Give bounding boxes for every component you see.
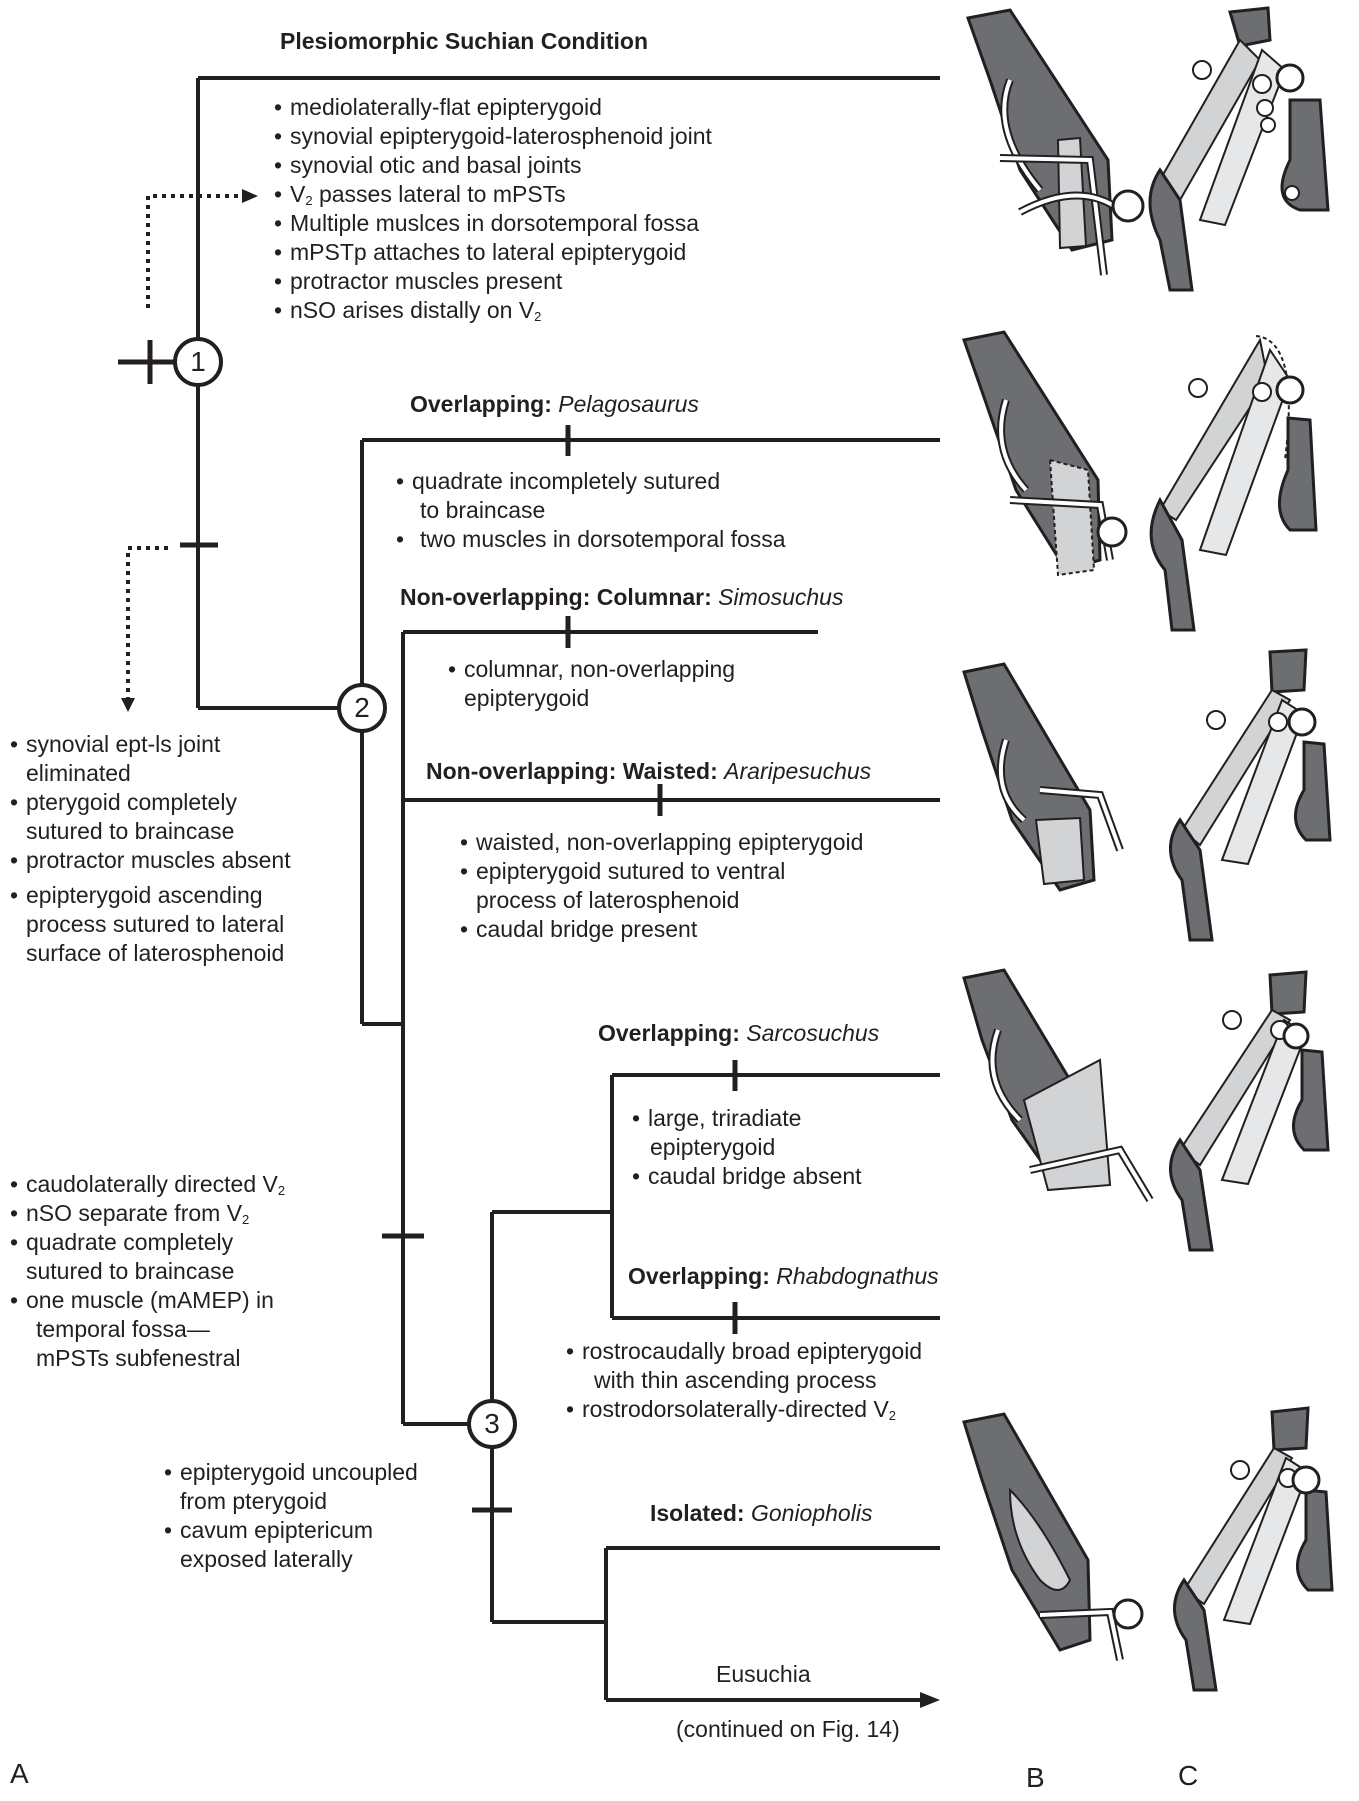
trait: Multiple muslces in dorsotemporal fossa bbox=[274, 209, 712, 238]
node2-traits: synovial ept-ls joint eliminated pterygo… bbox=[10, 730, 291, 968]
trait: waisted, non-overlapping epipterygoid bbox=[460, 828, 863, 857]
node-circles bbox=[173, 337, 517, 1449]
trait: caudal bridge present bbox=[460, 915, 863, 944]
trait-continued: exposed laterally bbox=[180, 1546, 353, 1572]
trait-continued: with thin ascending process bbox=[594, 1367, 877, 1393]
tick-marks bbox=[118, 340, 738, 1513]
araripesuchus-title: Non-overlapping: Waisted: Araripesuchus bbox=[426, 758, 872, 784]
panel-label-c: C bbox=[1178, 1760, 1199, 1791]
node-2-circle bbox=[337, 683, 387, 733]
trait-continued: temporal fossa— bbox=[36, 1316, 210, 1342]
rhabdognathus-title: Overlapping: Rhabdognathus bbox=[628, 1263, 939, 1289]
eusuchia-label: Eusuchia bbox=[716, 1661, 811, 1687]
trait: rostrodorsolaterally-directed V2 bbox=[566, 1395, 922, 1424]
eusuchia-note: (continued on Fig. 14) bbox=[676, 1716, 900, 1742]
trait: synovial ept-ls joint bbox=[10, 730, 291, 759]
trait: epipterygoid sutured to ventral bbox=[460, 857, 863, 886]
eusuchia-arrowhead bbox=[920, 1692, 940, 1708]
trait: cavum epiptericum bbox=[164, 1516, 418, 1545]
pelagosaurus-title: Overlapping: Pelagosaurus bbox=[410, 391, 699, 417]
dotted-arrowhead-right bbox=[242, 189, 258, 203]
trait-continued: mPSTs subfenestral bbox=[36, 1345, 241, 1371]
trait-continued: sutured to braincase bbox=[26, 818, 235, 844]
trait: epipterygoid uncoupled bbox=[164, 1458, 418, 1487]
plesiomorphic-title: Plesiomorphic Suchian Condition bbox=[280, 28, 649, 54]
trait: pterygoid completely bbox=[10, 788, 291, 817]
illustration-b-sarcosuchus bbox=[962, 968, 1154, 1203]
illustration-c-goniopholis bbox=[1173, 1406, 1334, 1692]
trait: quadrate completely bbox=[10, 1228, 285, 1257]
node-1-circle bbox=[173, 337, 223, 387]
trait: quadrate incompletely sutured bbox=[396, 467, 786, 496]
trait-continued: process of laterosphenoid bbox=[476, 887, 740, 913]
lower-branch-traits: caudolaterally directed V2 nSO separate … bbox=[10, 1170, 285, 1373]
trait: large, triradiate bbox=[632, 1104, 862, 1133]
trait: nSO separate from V2 bbox=[10, 1199, 285, 1228]
illustration-c-pelagosaurus bbox=[1149, 335, 1318, 632]
trait: synovial otic and basal joints bbox=[274, 151, 712, 180]
trait-continued: process sutured to lateral bbox=[26, 911, 285, 937]
trait: columnar, non-overlapping bbox=[448, 655, 735, 684]
trait: caudal bridge absent bbox=[632, 1162, 862, 1191]
trait: rostrocaudally broad epipterygoid bbox=[566, 1337, 922, 1366]
panel-label-b: B bbox=[1026, 1762, 1045, 1793]
panel-label-a: A bbox=[10, 1758, 29, 1789]
illustration-b-pelagosaurus bbox=[962, 330, 1128, 577]
illustrations bbox=[962, 6, 1334, 1692]
trait: mediolaterally-flat epipterygoid bbox=[274, 93, 712, 122]
node3-traits: epipterygoid uncoupled from pterygoid ca… bbox=[164, 1458, 418, 1574]
illustration-c-plesiomorphic bbox=[1148, 6, 1330, 292]
trait-continued: to braincase bbox=[420, 497, 546, 523]
trait: epipterygoid ascending bbox=[10, 881, 291, 910]
trait: protractor muscles present bbox=[274, 267, 712, 296]
trait-continued: sutured to braincase bbox=[26, 1258, 235, 1284]
trait: synovial epipterygoid-laterosphenoid joi… bbox=[274, 122, 712, 151]
illustration-b-plesiomorphic bbox=[966, 8, 1145, 276]
dotted-arrows bbox=[126, 194, 240, 700]
dotted-arrowhead-down bbox=[121, 698, 135, 712]
rhabdognathus-traits: rostrocaudally broad epipterygoid with t… bbox=[566, 1337, 922, 1424]
simosuchus-title: Non-overlapping: Columnar: Simosuchus bbox=[400, 584, 844, 610]
illustration-c-araripesuchus bbox=[1169, 648, 1332, 942]
node-2-label: 2 bbox=[354, 692, 370, 723]
dotted-arrow-plesio bbox=[146, 194, 240, 308]
node-1-label: 1 bbox=[190, 346, 206, 377]
sarcosuchus-title: Overlapping: Sarcosuchus bbox=[598, 1020, 880, 1046]
trait: nSO arises distally on V2 bbox=[274, 296, 712, 325]
simosuchus-traits: columnar, non-overlapping epipterygoid bbox=[448, 655, 735, 713]
pelagosaurus-traits: quadrate incompletely sutured to brainca… bbox=[396, 467, 786, 554]
trait: caudolaterally directed V2 bbox=[10, 1170, 285, 1199]
trait: two muscles in dorsotemporal fossa bbox=[396, 525, 786, 554]
trait: protractor muscles absent bbox=[10, 846, 291, 875]
trait-continued: from pterygoid bbox=[180, 1488, 328, 1514]
araripesuchus-traits: waisted, non-overlapping epipterygoid ep… bbox=[460, 828, 863, 944]
trait: one muscle (mAMEP) in bbox=[10, 1286, 285, 1315]
trait: mPSTp attaches to lateral epipterygoid bbox=[274, 238, 712, 267]
illustration-b-goniopholis bbox=[962, 1412, 1144, 1661]
sarcosuchus-traits: large, triradiate epipterygoid caudal br… bbox=[632, 1104, 862, 1191]
tree-branches bbox=[196, 76, 940, 1702]
trait-continued: eliminated bbox=[26, 760, 131, 786]
trait-continued: epipterygoid bbox=[650, 1134, 776, 1160]
trait-continued: surface of laterosphenoid bbox=[26, 940, 285, 966]
trait: V2 passes lateral to mPSTs bbox=[274, 180, 712, 209]
illustration-c-sarcosuchus bbox=[1169, 970, 1330, 1252]
trait-continued: epipterygoid bbox=[464, 685, 590, 711]
dotted-arrow-node2 bbox=[126, 546, 168, 700]
plesiomorphic-traits: mediolaterally-flat epipterygoid synovia… bbox=[274, 93, 712, 325]
illustration-b-araripesuchus bbox=[962, 662, 1124, 892]
node-3-label: 3 bbox=[484, 1408, 500, 1439]
goniopholis-title: Isolated: Goniopholis bbox=[650, 1500, 873, 1526]
node-3-circle bbox=[467, 1399, 517, 1449]
